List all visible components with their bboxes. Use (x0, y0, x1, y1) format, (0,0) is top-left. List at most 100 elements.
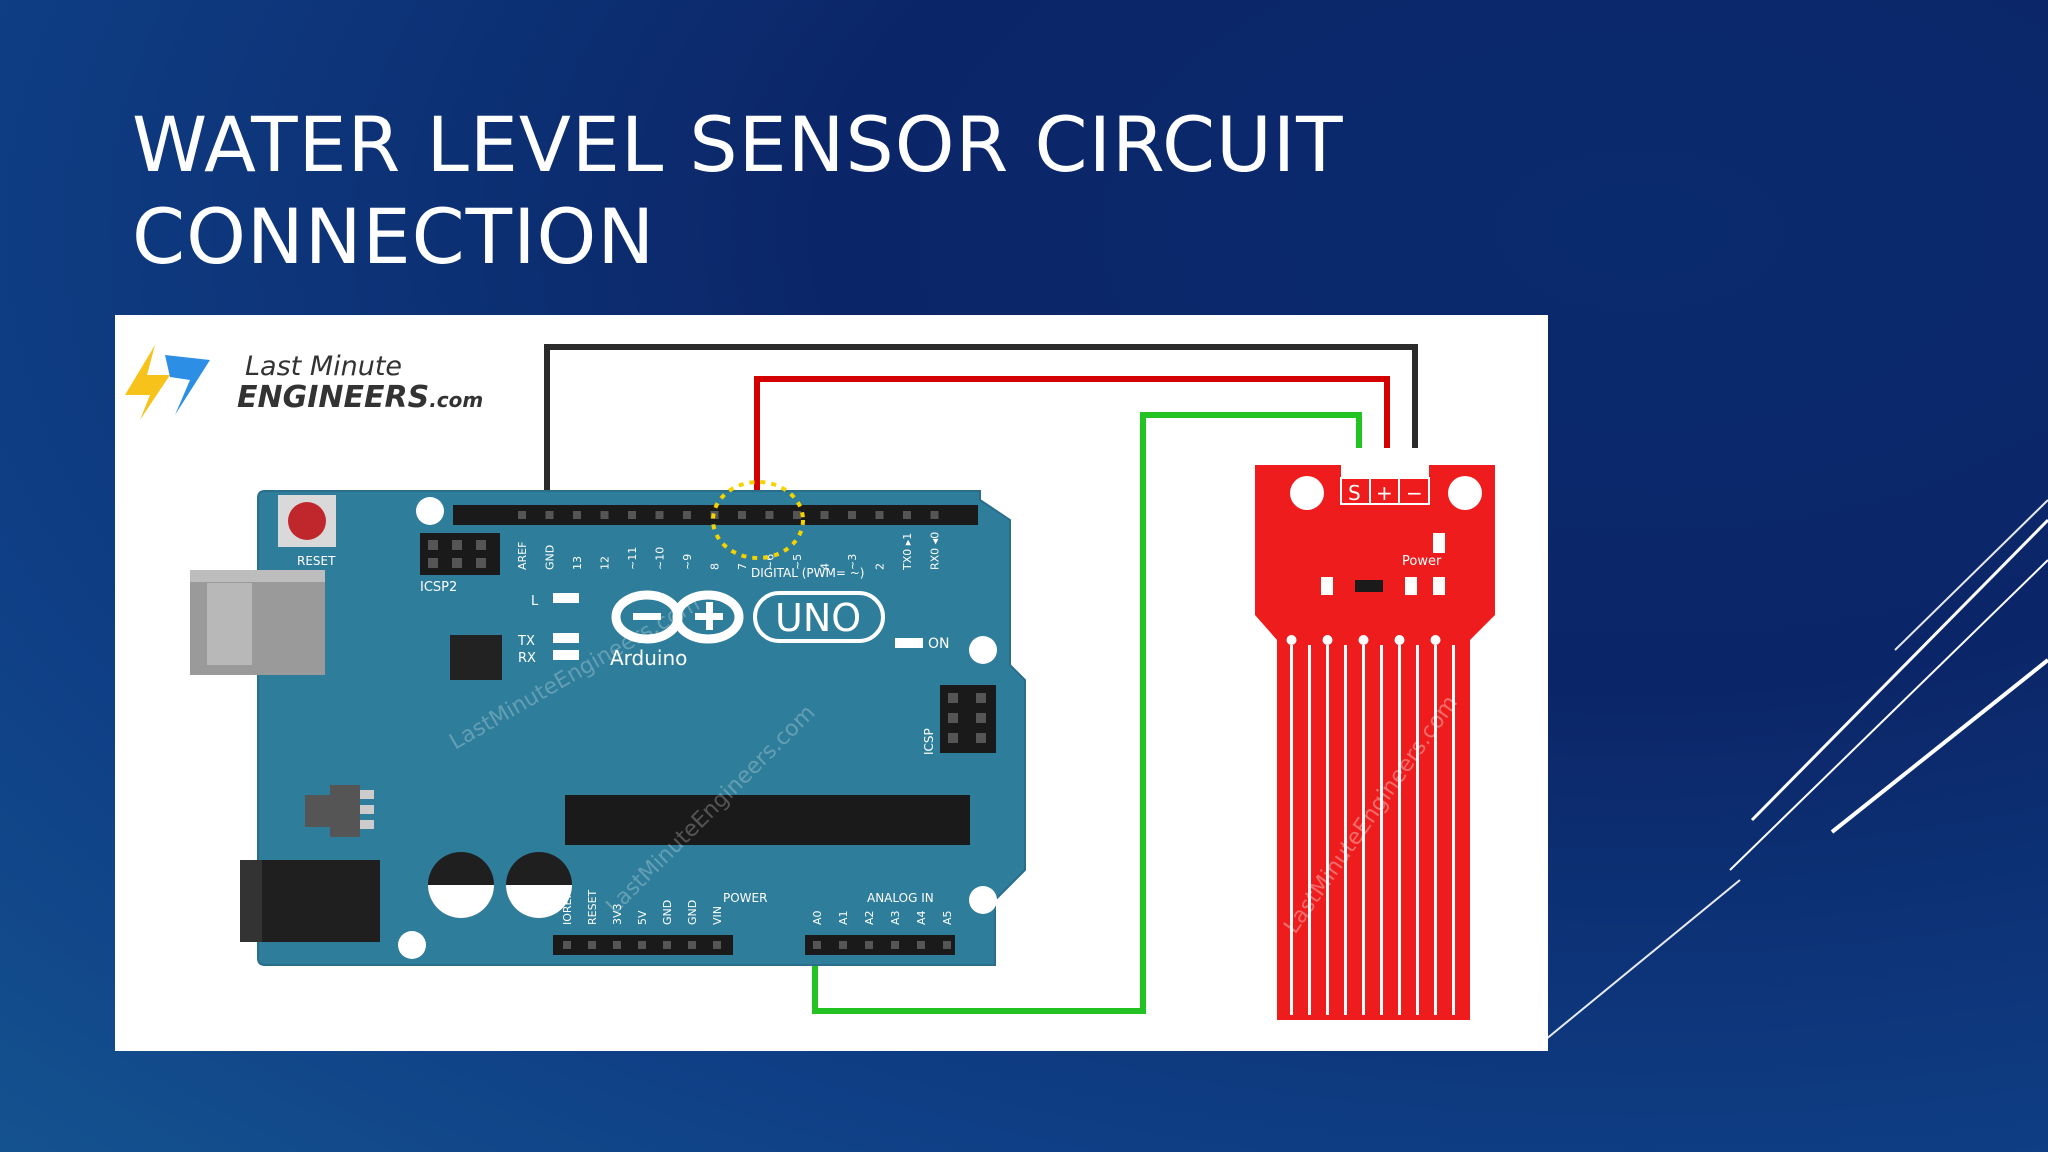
analog-pin (891, 941, 899, 949)
sensor-trace (1380, 645, 1383, 1015)
analog-pin (943, 941, 951, 949)
digital-pin (930, 511, 939, 519)
digital-pin (655, 511, 664, 519)
digital-pin (628, 511, 636, 519)
sensor-trace (1326, 645, 1329, 1015)
power-led (1433, 533, 1445, 553)
led-l (553, 593, 579, 603)
usb-chip (450, 635, 502, 680)
capacitor (428, 852, 494, 918)
sensor-traces (1286, 635, 1455, 1015)
power-label: POWER (723, 891, 767, 905)
analog-pin (813, 941, 821, 949)
power-pin (613, 941, 621, 949)
board-outline (257, 490, 1026, 966)
icsp-header (940, 685, 996, 753)
dc-power-jack (240, 860, 380, 942)
analog-pin (839, 941, 847, 949)
sensor-mounting-hole (1290, 476, 1324, 510)
logo-line-2: ENGINEERS.com (237, 380, 483, 415)
power-pin-label: GND (661, 900, 674, 925)
slide-title: WATER LEVEL SENSOR CIRCUIT CONNECTION (132, 99, 1432, 283)
led-on (895, 638, 923, 648)
smd-component (1433, 577, 1445, 595)
analog-label: ANALOG IN (867, 891, 934, 905)
analog-pin-label: A4 (915, 910, 928, 925)
digital-pin (738, 511, 746, 519)
mounting-hole (398, 931, 426, 959)
digital-pin-label: 2 (874, 563, 887, 570)
wires (544, 344, 1418, 1014)
digital-pin-label: 13 (571, 556, 584, 570)
sensor-trace-pad (1430, 635, 1441, 645)
power-pin-label: IOREF (561, 892, 574, 925)
sensor-trace-pad (1394, 635, 1405, 645)
analog-pin-label: A2 (863, 910, 876, 925)
analog-header (805, 935, 955, 955)
sensor-trace (1452, 645, 1455, 1015)
title-line-1: WATER LEVEL SENSOR CIRCUIT (132, 99, 1344, 189)
sensor-trace (1416, 645, 1419, 1015)
led-tx (553, 633, 579, 643)
power-pin (588, 941, 596, 949)
digital-pin (600, 511, 609, 519)
digital-pin (545, 511, 554, 519)
digital-pin-label: 8 (709, 563, 722, 570)
sensor-pin-s-label: S (1348, 481, 1361, 505)
gnd-wire (544, 344, 1418, 513)
power-pin (663, 941, 671, 949)
led-rx-label: RX (518, 651, 536, 666)
sensor-trace (1308, 645, 1311, 1015)
icsp2-header (420, 533, 500, 575)
sensor-trace (1434, 645, 1437, 1015)
digital-pin (683, 511, 691, 519)
analog-pin-label: A3 (889, 910, 902, 925)
digital-label: DIGITAL (PWM= ~) (751, 566, 864, 580)
analog-pin-label: A1 (837, 910, 850, 925)
sensor-pin-header (1340, 448, 1430, 505)
circuit-diagram: Last Minute ENGINEERS.com RESET (115, 315, 1548, 1051)
analog-pin-label: A5 (941, 910, 954, 925)
mounting-hole (969, 636, 997, 664)
uno-badge (753, 591, 885, 643)
digital-pin-label: TX0 ▸1 (901, 533, 914, 571)
digital-pin-label: ~5 (791, 554, 804, 570)
digital-pin-label: ~9 (681, 554, 694, 570)
digital-pin-label: 7 (736, 563, 749, 570)
digital-pin (765, 511, 774, 519)
sensor-pin-minus-label: − (1406, 481, 1423, 505)
capacitor (506, 852, 572, 918)
digital-pin-label: 4 (819, 563, 832, 570)
mounting-hole (416, 497, 444, 525)
sensor-trace-pad (1286, 635, 1297, 645)
pin-7-highlight (711, 480, 805, 560)
reset-label: RESET (297, 554, 336, 568)
analog-pin (865, 941, 873, 949)
digital-pin-label: AREF (516, 542, 529, 570)
analog-pin-labels: A0 A1 A2 A3 A4 A5 (811, 910, 954, 949)
power-pin (563, 941, 571, 949)
sensor-trace-pad (1322, 635, 1333, 645)
signal-wire (812, 412, 1362, 1014)
digital-pin (793, 511, 801, 519)
power-pin-label: 5V (636, 910, 649, 925)
analog-pin (917, 941, 925, 949)
title-line-2: CONNECTION (132, 191, 656, 281)
digital-pin (573, 511, 581, 519)
led-on-label: ON (928, 636, 950, 652)
arduino-brand-label: Arduino (610, 646, 687, 670)
digital-pin-label: ~11 (626, 547, 639, 570)
smd-component (1405, 577, 1417, 595)
power-pin-label: VIN (711, 906, 724, 925)
lightning-icon (125, 345, 210, 420)
digital-pin (518, 511, 526, 519)
vcc-wire (754, 376, 1390, 513)
analog-pin-label: A0 (811, 910, 824, 925)
sensor-trace (1290, 645, 1293, 1015)
smd-component (1321, 577, 1333, 595)
sensor-trace (1344, 645, 1347, 1015)
sensor-trace-pad (1358, 635, 1369, 645)
